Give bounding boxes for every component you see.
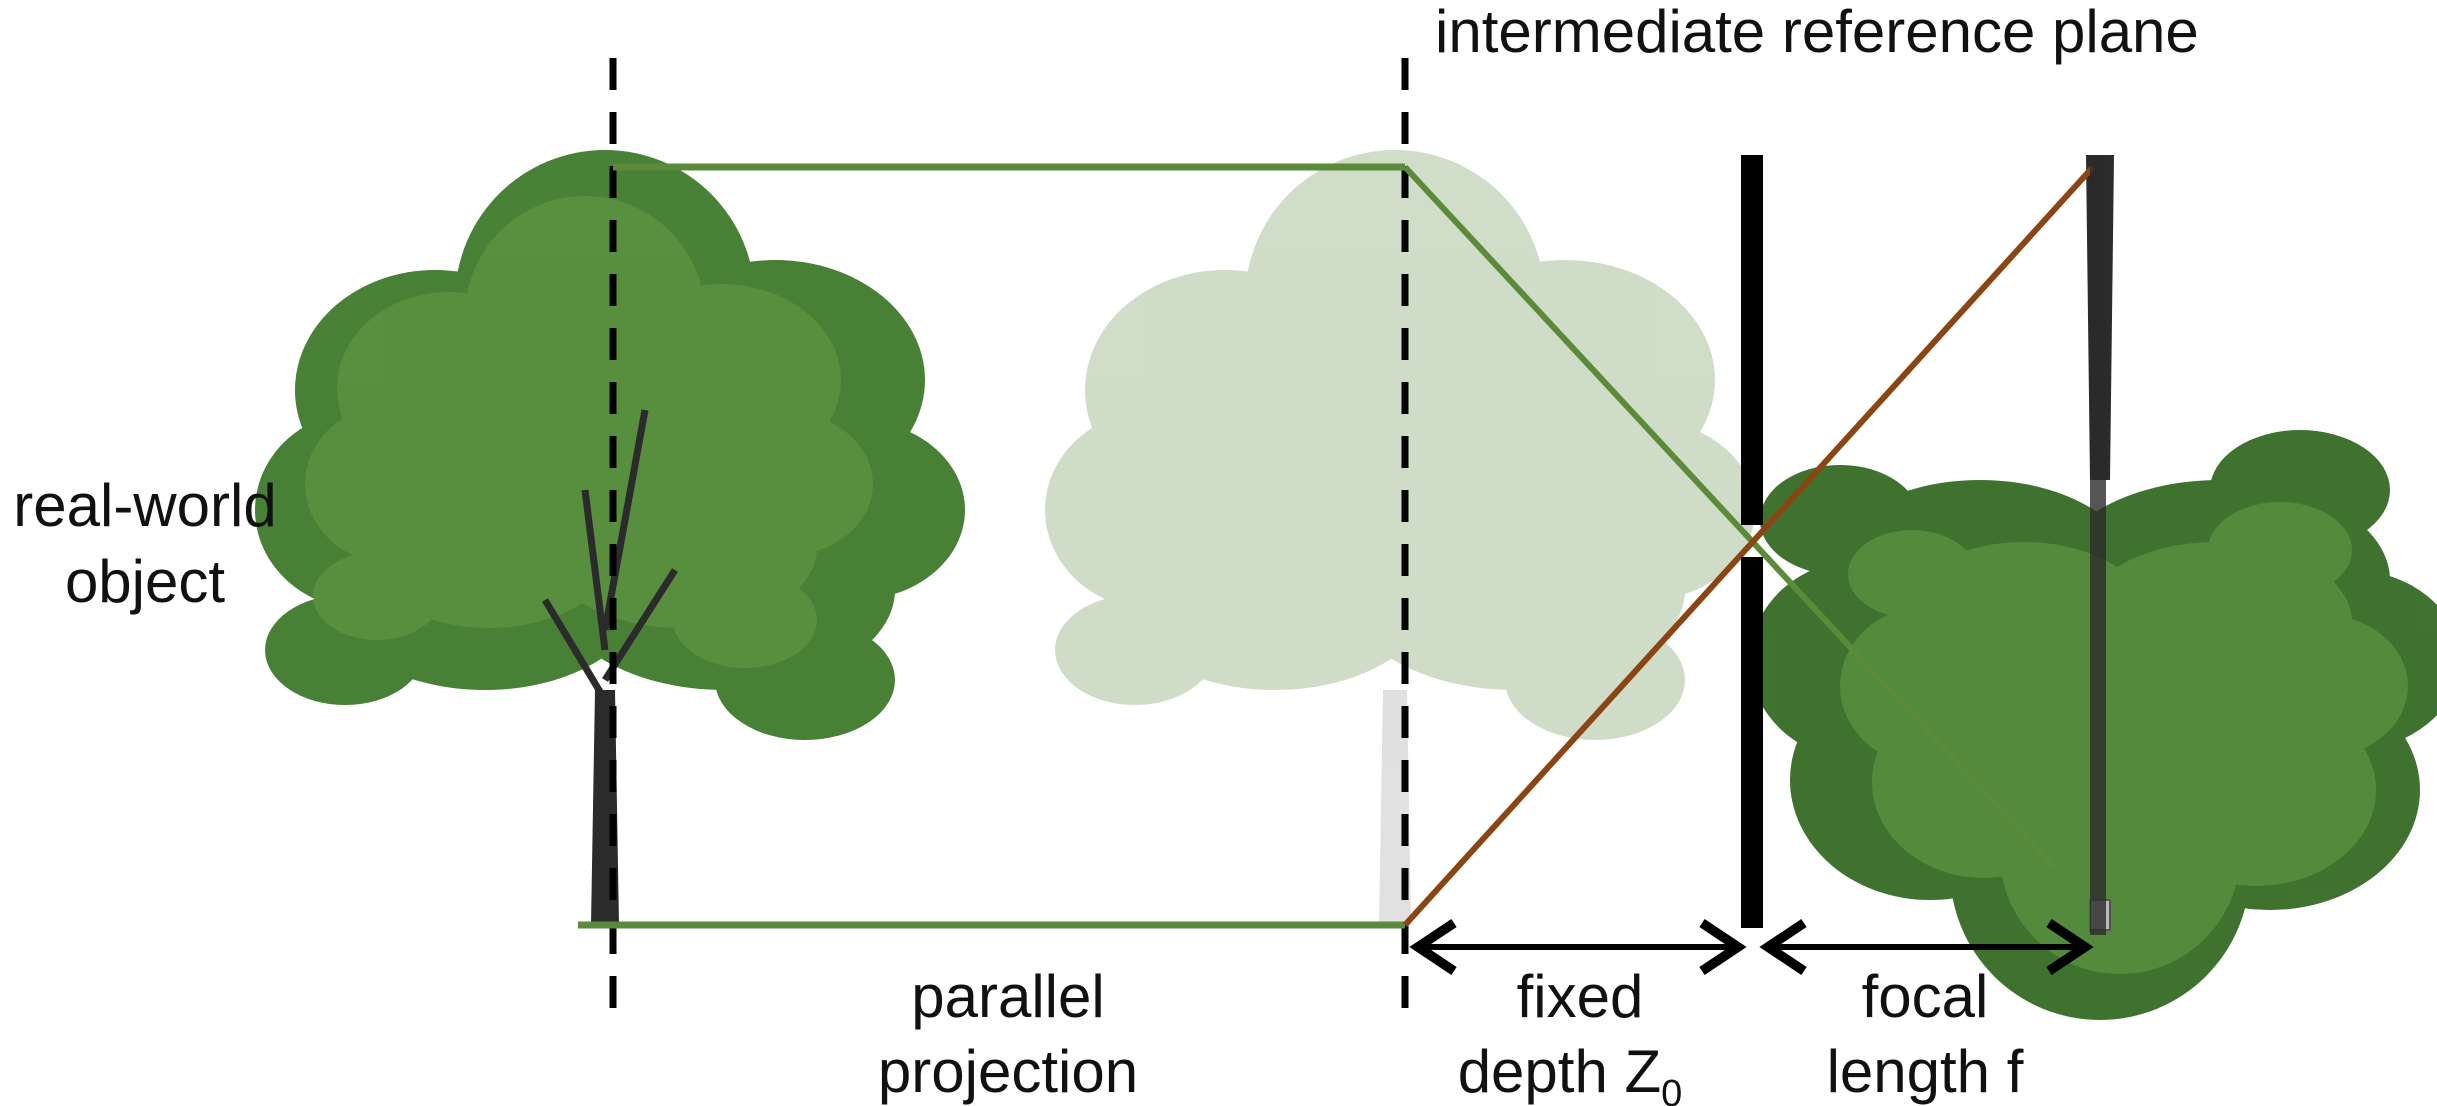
parallel-projection-label-line1: parallel: [911, 963, 1104, 1030]
fixed-depth-label-line2: depth Z0: [1458, 1038, 1683, 1106]
real-world-label-line1: real-world: [13, 472, 276, 539]
real-world-label-line2: object: [65, 548, 225, 615]
green-diagonal-ray: [1402, 164, 2058, 871]
focal-length-label-line1: focal: [1862, 963, 1989, 1030]
parallel-projection-label-line2: projection: [878, 1038, 1138, 1105]
aperture-plane-bottom: [1741, 557, 1763, 928]
fixed-depth-label-line1: fixed: [1517, 963, 1644, 1030]
real-world-tree-icon: [255, 150, 965, 925]
projected-tree-icon: [1045, 150, 1755, 925]
depth-label-subscript: 0: [1661, 1073, 1682, 1106]
brown-diagonal-ray: [1402, 164, 2096, 928]
depth-label-main: depth Z: [1458, 1038, 1661, 1105]
focal-length-label-line2: length f: [1827, 1038, 2024, 1105]
aperture-plane-top: [1741, 155, 1763, 525]
intermediate-reference-plane-label: intermediate reference plane: [1435, 0, 2199, 65]
image-sensor: [2090, 155, 2106, 935]
